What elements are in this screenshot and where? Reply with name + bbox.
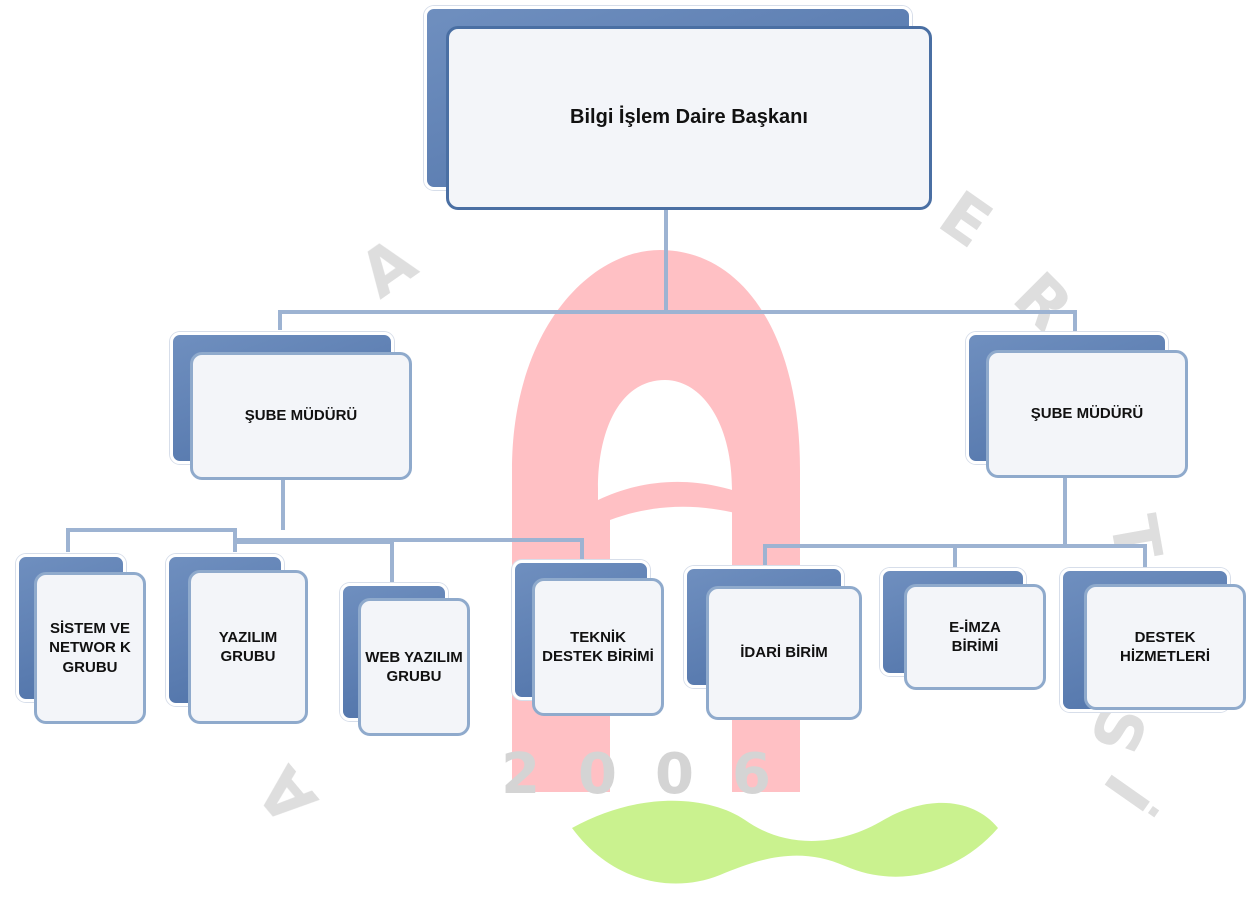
unit-label: SİSTEM VE NETWOR K GRUBU (49, 620, 131, 676)
connector-left-bus3 (235, 538, 584, 560)
unit-box[interactable]: E-İMZA BİRİMİ (904, 584, 1046, 690)
unit-box[interactable]: TEKNİK DESTEK BİRİMİ (532, 578, 664, 716)
unit-label: E-İMZA BİRİMİ (949, 618, 1001, 655)
unit-box[interactable]: YAZILIM GRUBU (188, 570, 308, 724)
unit-label: DESTEK HİZMETLERİ (1120, 628, 1210, 665)
unit-box[interactable]: DESTEK HİZMETLERİ (1084, 584, 1246, 710)
left-manager-box[interactable]: ŞUBE MÜDÜRÜ (190, 352, 412, 480)
unit-label: İDARİ BİRİM (740, 644, 828, 662)
right-manager-box[interactable]: ŞUBE MÜDÜRÜ (986, 350, 1188, 478)
head-label: Bilgi İşlem Daire Başkanı (570, 106, 808, 129)
unit-label: TEKNİK DESTEK BİRİMİ (542, 628, 654, 665)
connector-left-bus (66, 528, 237, 552)
unit-box[interactable]: İDARİ BİRİM (706, 586, 862, 720)
unit-box[interactable]: WEB YAZILIM GRUBU (358, 598, 470, 736)
unit-label: YAZILIM GRUBU (218, 628, 278, 665)
right-manager-label: ŞUBE MÜDÜRÜ (1030, 405, 1144, 423)
head-box[interactable]: Bilgi İşlem Daire Başkanı (446, 26, 932, 210)
unit-label: WEB YAZILIM GRUBU (365, 648, 463, 685)
watermark-wave (572, 800, 998, 884)
left-manager-label: ŞUBE MÜDÜRÜ (244, 407, 358, 425)
connector-managers (278, 310, 1077, 332)
unit-box[interactable]: SİSTEM VE NETWOR K GRUBU (34, 572, 146, 724)
watermark-year: 2006 (501, 742, 809, 807)
